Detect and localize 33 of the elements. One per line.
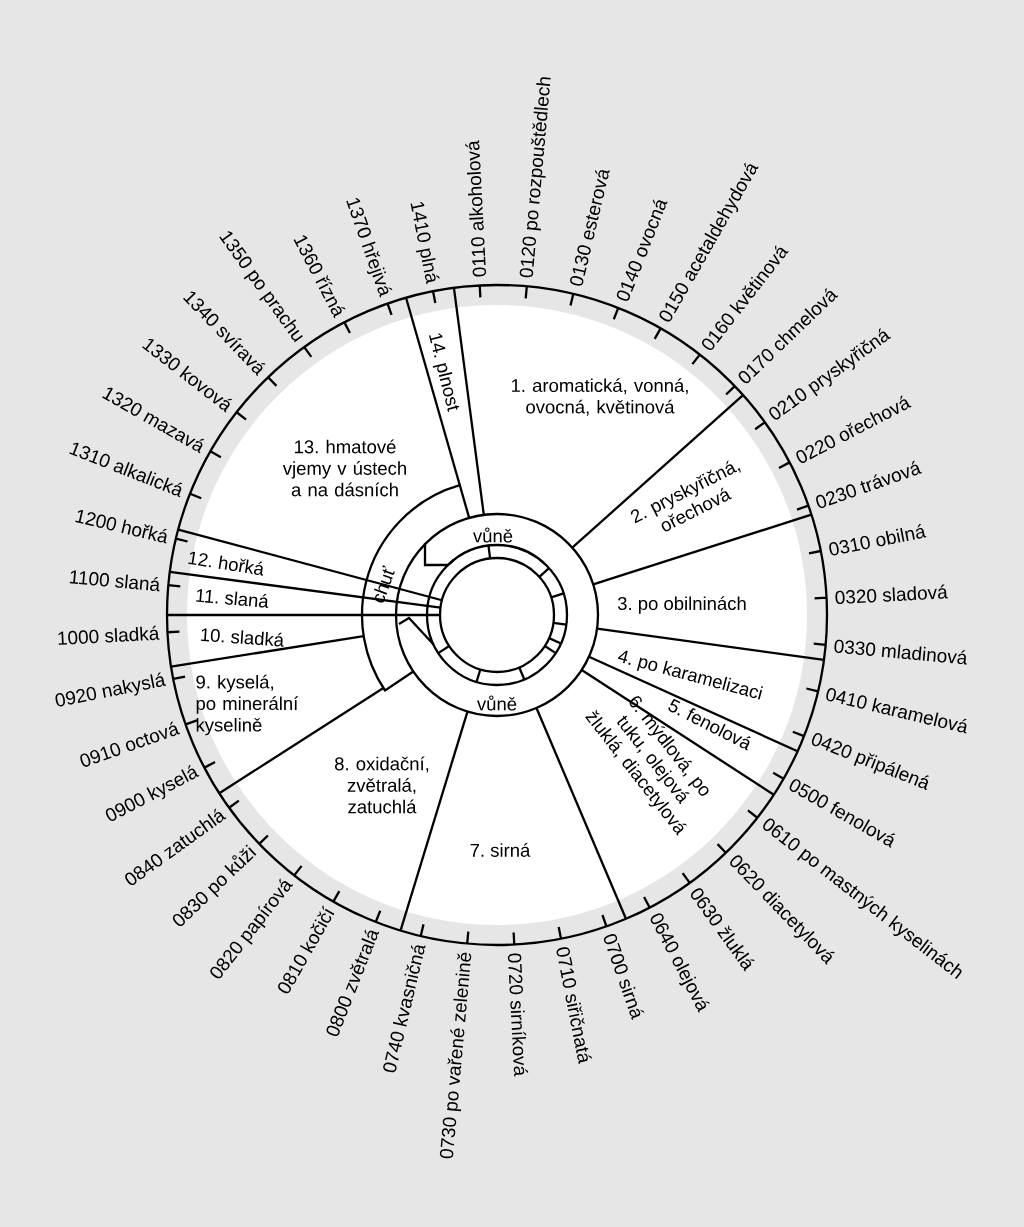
sector-label: 13. hmatové vjemy v ústech a na dásních [282, 439, 406, 497]
ring-label: vůně [473, 527, 513, 543]
flavor-label: 0110 alkoholová [465, 140, 487, 277]
sector-label: 8. oxidační, zvětralá, zatuchlá [335, 756, 429, 814]
flavor-label: 0130 esterová [570, 169, 610, 286]
sector-label: 7. sirná [470, 843, 531, 857]
flavor-label: 1000 sladká [58, 625, 160, 645]
flavor-label: 0230 trávová [816, 460, 922, 509]
sector-label: 3. po obilninách [617, 596, 746, 614]
flavor-label: 0910 octová [80, 721, 181, 767]
ring-label: chuť [373, 565, 395, 603]
ring-label: vůně [477, 695, 517, 711]
flavor-label: 0730 po vařené zelenině [439, 952, 472, 1159]
flavor-label: 1370 hřejivá [346, 198, 393, 298]
flavor-label: 0710 siřičnatá [556, 947, 592, 1065]
flavor-label: 0310 obilná [829, 523, 927, 556]
flavor-label: 0140 ovocná [616, 199, 668, 301]
flavor-label: 0320 sladová [835, 584, 948, 605]
flavor-label: 0330 mladinová [834, 639, 967, 665]
flavor-label: 1100 slaná [69, 570, 160, 592]
sector-label: 12. hořká [188, 551, 264, 576]
sector-label: 10. sladká [200, 628, 284, 647]
flavor-label: 1360 řízná [293, 235, 346, 319]
sector-label: 1. aromatická, vonná, ovocná, květinová [511, 378, 688, 416]
sector-label: 14. plnost [429, 333, 460, 412]
flavor-label: 1200 hořká [75, 510, 167, 544]
flavor-label: 0700 sirná [603, 934, 645, 1020]
flavor-label: 0720 sirníková [507, 953, 529, 1077]
flavor-label: 1410 plná [410, 202, 440, 285]
sector-label: 11. slaná [196, 589, 269, 608]
sector-label: 9. kyselá, po minerální kyselině [196, 674, 299, 736]
flavor-label: 0920 nakyslá [55, 672, 167, 707]
flavor-label: 0120 po rozpouštědlech [519, 77, 551, 278]
